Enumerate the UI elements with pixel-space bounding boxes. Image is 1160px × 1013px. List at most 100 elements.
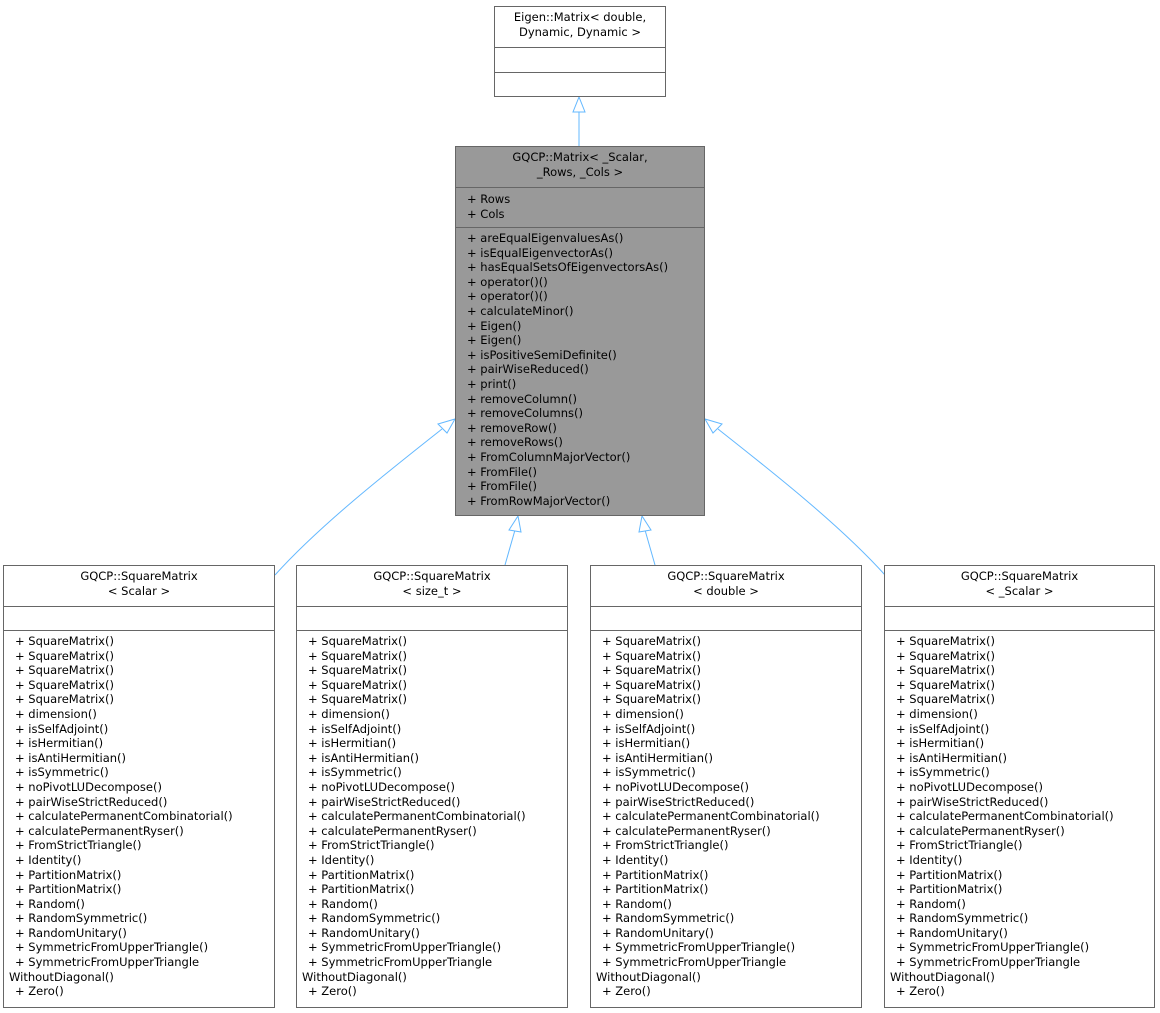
class-name-line: GQCP::SquareMatrix [960, 569, 1079, 583]
class-squarematrix-scalar[interactable]: GQCP::SquareMatrix< Scalar >+ SquareMatr… [3, 565, 275, 1008]
attributes-section [591, 606, 861, 630]
method: + SquareMatrix() [308, 648, 407, 663]
class-squarematrix-size-t[interactable]: GQCP::SquareMatrix< size_t >+ SquareMatr… [296, 565, 568, 1008]
method: + SquareMatrix() [15, 634, 114, 648]
method: + SymmetricFromUpperTriangle() [15, 940, 209, 955]
method: + RandomSymmetric() [602, 911, 735, 926]
method: + SymmetricFromUpperTriangle [896, 955, 1081, 970]
method: + SquareMatrix() [602, 634, 701, 648]
method: + calculatePermanentRyser() [896, 823, 1065, 838]
method: + RandomUnitary() [602, 925, 714, 940]
method: + operator()() [467, 274, 548, 289]
method: + isSelfAdjoint() [896, 721, 990, 736]
method: + SquareMatrix() [602, 692, 701, 707]
method: + removeColumn() [467, 391, 577, 406]
method: + SymmetricFromUpperTriangle() [308, 940, 502, 955]
method: WithoutDiagonal() [596, 969, 701, 984]
attributes-section [885, 606, 1154, 630]
class-name: GQCP::SquareMatrix< _Scalar > [885, 566, 1154, 606]
edge-scalar-to-matrix-arrowhead [437, 418, 457, 434]
methods-section: + areEqualEigenvaluesAs()+ isEqualEigenv… [456, 227, 704, 515]
method: + hasEqualSetsOfEigenvectorsAs() [467, 260, 669, 275]
method: + SquareMatrix() [15, 648, 114, 663]
method: + RandomSymmetric() [896, 911, 1029, 926]
method: + SymmetricFromUpperTriangle [15, 955, 200, 970]
method: + Identity() [15, 852, 82, 867]
class-squarematrix-_scalar[interactable]: GQCP::SquareMatrix< _Scalar >+ SquareMat… [884, 565, 1155, 1008]
method: + dimension() [602, 706, 684, 721]
method: + PartitionMatrix() [15, 867, 122, 882]
edge-double-to-matrix [644, 529, 656, 566]
method: + SymmetricFromUpperTriangle [602, 955, 787, 970]
method: + isHermitian() [896, 736, 985, 751]
method: + PartitionMatrix() [896, 882, 1003, 897]
method: + areEqualEigenvaluesAs() [467, 231, 624, 245]
method: + FromColumnMajorVector() [467, 449, 631, 464]
edge-double-to-matrix-arrowhead [638, 514, 652, 533]
method: + SquareMatrix() [308, 663, 407, 678]
method: + SquareMatrix() [15, 692, 114, 707]
method: + calculatePermanentCombinatorial() [308, 809, 526, 824]
method: + isSymmetric() [308, 765, 402, 780]
method: + SymmetricFromUpperTriangle() [602, 940, 796, 955]
method: + SquareMatrix() [602, 648, 701, 663]
method: + FromFile() [467, 464, 537, 479]
class-name-line: GQCP::SquareMatrix [667, 569, 785, 583]
method: + SquareMatrix() [896, 634, 995, 648]
method: + calculatePermanentCombinatorial() [15, 809, 233, 824]
method: + calculatePermanentRyser() [15, 823, 184, 838]
edge-_scalar-to-matrix [717, 428, 886, 576]
method: + removeRows() [467, 435, 563, 450]
method: + noPivotLUDecompose() [308, 779, 455, 794]
method: + operator()() [467, 289, 548, 304]
class-name-line: GQCP::SquareMatrix [373, 569, 491, 583]
method: + noPivotLUDecompose() [896, 779, 1043, 794]
methods-section: + SquareMatrix()+ SquareMatrix()+ Square… [4, 630, 274, 1007]
attribute: + Cols [467, 206, 505, 221]
method: + Random() [308, 896, 378, 911]
method: + pairWiseStrictReduced() [896, 794, 1049, 809]
method: + SquareMatrix() [896, 677, 995, 692]
class-name: GQCP::SquareMatrix< size_t > [297, 566, 567, 606]
class-squarematrix-double[interactable]: GQCP::SquareMatrix< double >+ SquareMatr… [590, 565, 862, 1008]
method: + calculatePermanentRyser() [308, 823, 477, 838]
method: + SquareMatrix() [15, 663, 114, 678]
attributes-section [297, 606, 567, 630]
method: + dimension() [896, 706, 978, 721]
class-name-line: GQCP::SquareMatrix [80, 569, 198, 583]
method: + isAntiHermitian() [308, 750, 419, 765]
method: + Identity() [602, 852, 669, 867]
edge-sizet-to-matrix [504, 529, 516, 566]
edge-matrix-to-eigen-arrowhead [572, 95, 586, 113]
method: + isHermitian() [602, 736, 691, 751]
method: + Eigen() [467, 318, 522, 333]
method: + RandomUnitary() [896, 925, 1008, 940]
methods-section [495, 72, 665, 96]
methods-section: + SquareMatrix()+ SquareMatrix()+ Square… [591, 630, 861, 1007]
method: + FromRowMajorVector() [467, 493, 611, 508]
method: + Random() [15, 896, 85, 911]
method: + SquareMatrix() [896, 648, 995, 663]
method: + PartitionMatrix() [602, 882, 709, 897]
class-eigen-matrix[interactable]: Eigen::Matrix< double, Dynamic, Dynamic … [494, 6, 666, 97]
method: + isHermitian() [15, 736, 104, 751]
method: + Identity() [308, 852, 375, 867]
method: + dimension() [15, 706, 97, 721]
method: + isAntiHermitian() [602, 750, 713, 765]
method: + isSymmetric() [15, 765, 109, 780]
class-gqcp-matrix[interactable]: GQCP::Matrix< _Scalar, _Rows, _Cols > + … [455, 146, 705, 516]
edge-sizet-to-matrix-arrowhead [508, 514, 522, 533]
method: + RandomUnitary() [15, 925, 127, 940]
method: + PartitionMatrix() [308, 867, 415, 882]
method: + calculatePermanentCombinatorial() [896, 809, 1114, 824]
method: + Zero() [896, 984, 945, 999]
method: + Zero() [15, 984, 64, 999]
method: + SymmetricFromUpperTriangle() [896, 940, 1090, 955]
method: + print() [467, 376, 517, 391]
method: + SquareMatrix() [896, 692, 995, 707]
method: + RandomSymmetric() [15, 911, 148, 926]
method: + FromStrictTriangle() [15, 838, 142, 853]
method: + calculatePermanentRyser() [602, 823, 771, 838]
method: + calculateMinor() [467, 303, 574, 318]
method: + SquareMatrix() [308, 677, 407, 692]
